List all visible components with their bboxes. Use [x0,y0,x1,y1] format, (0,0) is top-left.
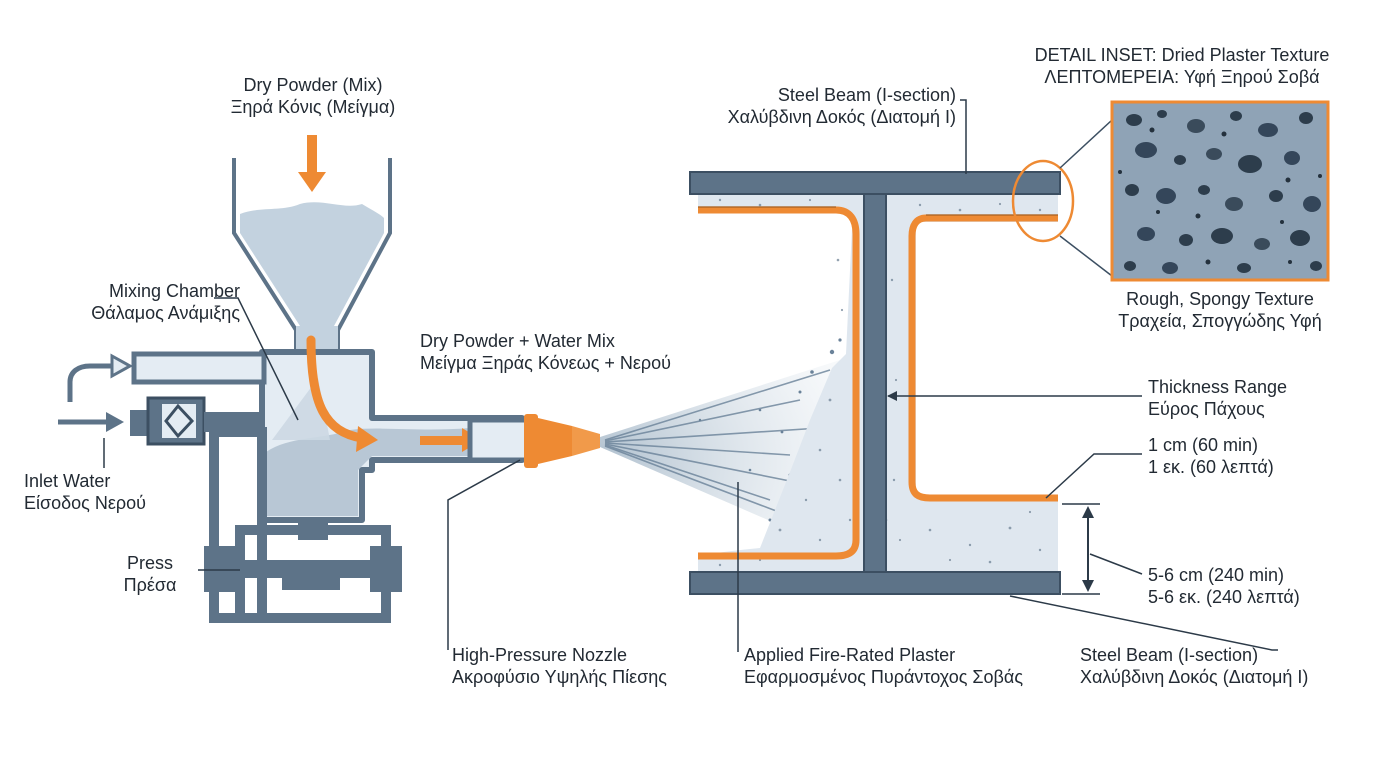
label-nozzle-en: High-Pressure Nozzle [452,645,628,665]
label-inlet-water: Inlet Water Είσοδος Νερού [24,470,224,514]
label-thin-en: 1 cm (60 min) [1148,435,1259,455]
label-thin-el: 1 εκ. (60 λεπτά) [1148,457,1274,477]
label-press: Press Πρέσα [100,552,200,596]
label-dry-powder-en: Dry Powder (Mix) [243,75,383,95]
steel-i-beam [689,171,1061,595]
label-beam-bottom-el: Χαλύβδινη Δοκός (Διατομή Ι) [1080,667,1309,687]
mixing-chamber [259,335,525,523]
label-mixing-chamber: Mixing Chamber Θάλαμος Ανάμιξης [40,280,240,324]
label-plaster-el: Εφαρμοσμένος Πυράντοχος Σοβάς [744,667,1023,687]
label-thin-coat: 1 cm (60 min) 1 εκ. (60 λεπτά) [1148,434,1348,478]
label-plaster-en: Applied Fire-Rated Plaster [744,645,956,665]
detail-inset [1011,100,1330,282]
label-detail-en: DETAIL INSET: Dried Plaster Texture [1034,45,1330,65]
label-beam-top-en: Steel Beam (I-section) [777,85,956,105]
dry-powder-arrow [298,135,326,192]
label-thick-coat: 5-6 cm (240 min) 5-6 εκ. (240 λεπτά) [1148,564,1358,608]
label-thick-el: 5-6 εκ. (240 λεπτά) [1148,587,1300,607]
label-texture-en: Rough, Spongy Texture [1126,289,1314,309]
label-texture: Rough, Spongy Texture Τραχεία, Σπογγώδης… [1090,288,1350,332]
label-inlet-water-el: Είσοδος Νερού [24,493,146,513]
label-nozzle: High-Pressure Nozzle Ακροφύσιο Υψηλής Πί… [452,644,702,688]
press [204,427,402,623]
inlet-water-pipes [58,351,267,446]
nozzle-pipe [467,417,531,463]
mixing-machine [58,135,600,623]
label-mix: Dry Powder + Water Mix Μείγμα Ξηράς Κόνε… [420,330,710,374]
leader-lines [103,99,1278,652]
label-beam-bottom-en: Steel Beam (I-section) [1080,645,1259,665]
label-mix-el: Μείγμα Ξηράς Κόνεως + Νερού [420,353,672,373]
label-detail-inset: DETAIL INSET: Dried Plaster Texture ΛΕΠΤ… [1010,44,1354,88]
label-texture-el: Τραχεία, Σπογγώδης Υφή [1118,311,1322,331]
label-beam-bottom: Steel Beam (I-section) Χαλύβδινη Δοκός (… [1080,644,1360,688]
texture-pores [1118,110,1322,274]
label-dry-powder-el: Ξηρά Κόνις (Μείγμα) [230,97,396,117]
label-thickness-en: Thickness Range [1148,377,1288,397]
label-nozzle-el: Ακροφύσιο Υψηλής Πίεσης [452,667,667,687]
label-thickness-range: Thickness Range Εύρος Πάχους [1148,376,1348,420]
label-thick-en: 5-6 cm (240 min) [1148,565,1285,585]
label-mixing-chamber-en: Mixing Chamber [108,281,240,301]
label-mixing-chamber-el: Θάλαμος Ανάμιξης [91,303,240,323]
label-thickness-el: Εύρος Πάχους [1148,399,1265,419]
label-plaster: Applied Fire-Rated Plaster Εφαρμοσμένος … [744,644,1064,688]
label-mix-en: Dry Powder + Water Mix [420,331,615,351]
label-beam-top: Steel Beam (I-section) Χαλύβδινη Δοκός (… [680,84,956,128]
label-detail-el: ΛΕΠΤΟΜΕΡΕΙΑ: Υφή Ξηρού Σοβά [1044,67,1320,87]
label-press-el: Πρέσα [123,575,177,595]
label-dry-powder: Dry Powder (Mix) Ξηρά Κόνις (Μείγμα) [180,74,446,118]
high-pressure-nozzle [524,414,600,468]
thickness-dimension [1062,503,1100,595]
label-beam-top-el: Χαλύβδινη Δοκός (Διατομή Ι) [727,107,956,127]
label-inlet-water-en: Inlet Water [24,471,111,491]
label-press-en: Press [126,553,173,573]
